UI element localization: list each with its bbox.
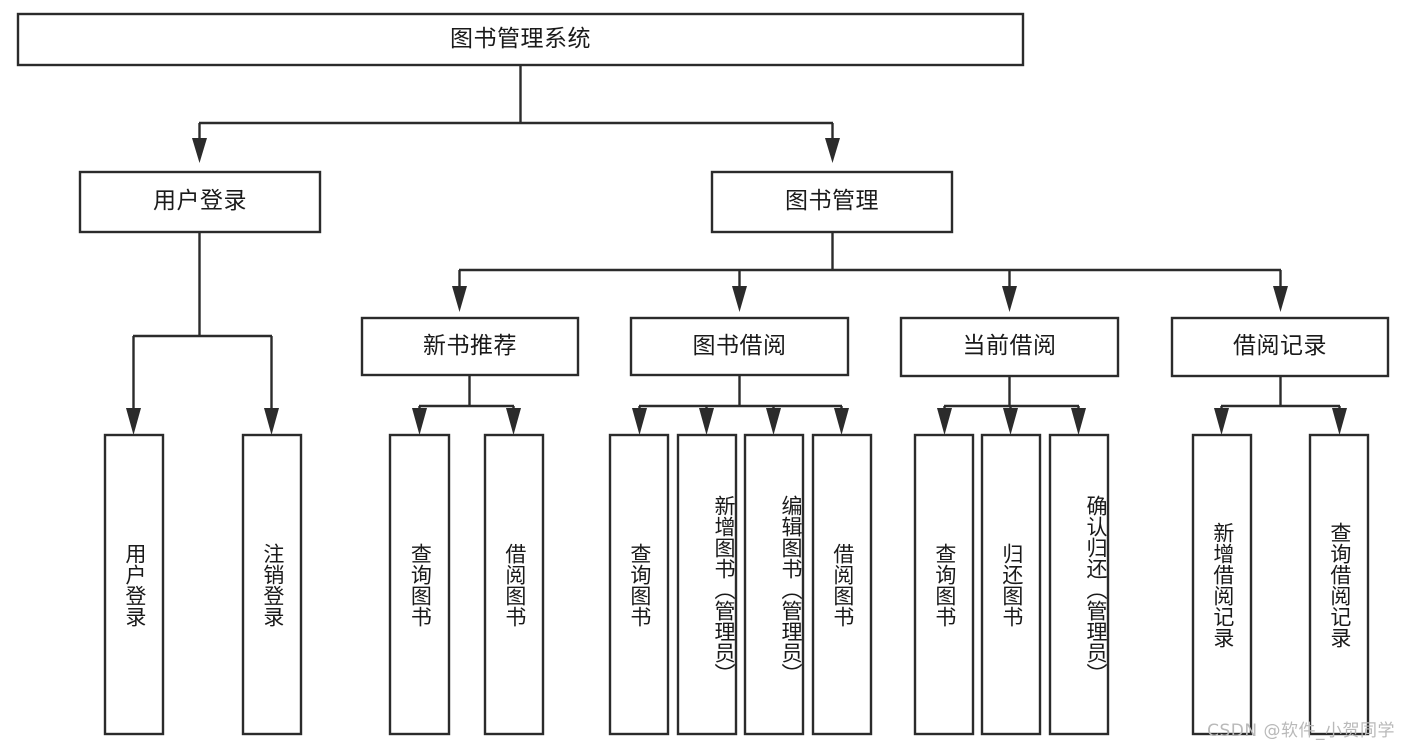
node-box-borrow-record[interactable] — [1170, 316, 1390, 378]
node-box-leaf-6[interactable] — [676, 433, 738, 736]
node-box-leaf-1[interactable] — [103, 433, 165, 736]
connector-newbook-to-leaves — [412, 375, 521, 435]
node-box-leaf-13[interactable] — [1308, 433, 1370, 736]
node-box-leaf-8[interactable] — [811, 433, 873, 736]
node-box-leaf-3[interactable] — [388, 433, 451, 736]
node-box-book-borrow[interactable] — [629, 316, 850, 377]
node-box-book-manage[interactable] — [710, 170, 954, 234]
node-box-leaf-7[interactable] — [743, 433, 805, 736]
connector-bookmanage-to-level3 — [452, 232, 1288, 312]
node-box-leaf-5[interactable] — [608, 433, 670, 736]
watermark-text: CSDN @软件_小贺同学 — [1207, 721, 1395, 741]
connector-bookborrow-to-leaves — [632, 375, 849, 435]
connector-currentborrow-to-leaves — [937, 376, 1086, 435]
connector-userlogin-to-leaves — [126, 232, 279, 435]
node-box-new-book-rec[interactable] — [360, 316, 580, 377]
node-box-leaf-9[interactable] — [913, 433, 975, 736]
node-box-root[interactable] — [16, 12, 1025, 67]
node-box-leaf-10[interactable] — [980, 433, 1042, 736]
node-box-leaf-2[interactable] — [241, 433, 303, 736]
node-box-user-login[interactable] — [78, 170, 322, 234]
node-box-current-borrow[interactable] — [899, 316, 1120, 378]
connector-root-to-level2 — [192, 65, 840, 163]
node-box-leaf-11[interactable] — [1048, 433, 1110, 736]
node-box-leaf-12[interactable] — [1191, 433, 1253, 736]
connector-borrowrecord-to-leaves — [1214, 376, 1347, 435]
node-box-leaf-4[interactable] — [483, 433, 545, 736]
